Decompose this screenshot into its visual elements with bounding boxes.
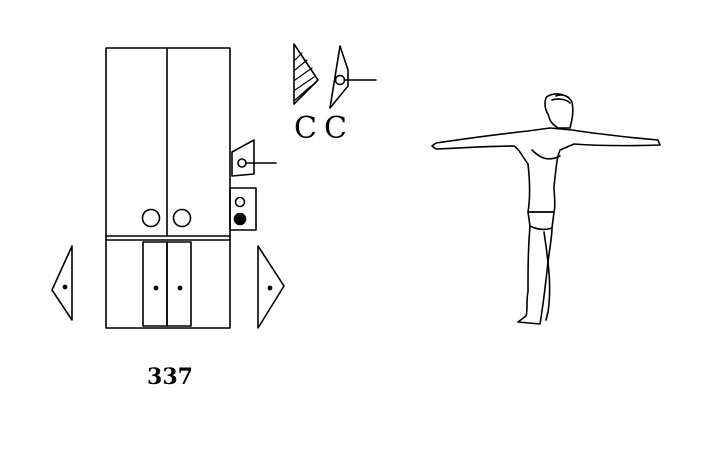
filled-circle <box>233 212 247 226</box>
pin-sign-side-circle <box>237 158 247 168</box>
dancer-leg-front <box>517 225 553 325</box>
left-direction-triangle <box>51 245 73 321</box>
hold-circle-right <box>172 208 192 228</box>
dancer-collar <box>531 149 561 160</box>
pin-sign-top-circle <box>334 74 346 86</box>
open-circle <box>234 196 246 208</box>
hatched-triangle <box>293 43 319 105</box>
key-symbols <box>293 43 377 109</box>
side-symbols <box>229 139 277 231</box>
pin-sign-top <box>329 45 349 109</box>
dancer-leg-back <box>543 231 551 321</box>
support-column-left <box>142 241 168 327</box>
dancer-hair <box>551 94 571 104</box>
right-direction-triangle <box>257 245 285 329</box>
staff-glyph-2: C <box>324 111 347 146</box>
pin-sign-side <box>231 139 255 177</box>
support-dot-right <box>177 285 183 291</box>
dancer-torso-arms <box>431 127 661 213</box>
staff-outline <box>105 47 231 329</box>
hatch-lines <box>294 52 315 101</box>
support-dot-left <box>153 285 159 291</box>
support-column-right <box>166 241 192 327</box>
staff-glyph-1: C <box>294 111 317 146</box>
staff <box>105 47 231 329</box>
dancer-figure <box>431 93 661 325</box>
direction-signs <box>51 245 285 329</box>
dancer-trunks <box>527 211 555 231</box>
left-triangle-dot <box>62 284 68 290</box>
right-triangle-dot <box>267 285 273 291</box>
body-sign-box <box>229 187 257 231</box>
hold-circle-left <box>141 208 161 228</box>
figure-number: 337 <box>147 364 193 390</box>
